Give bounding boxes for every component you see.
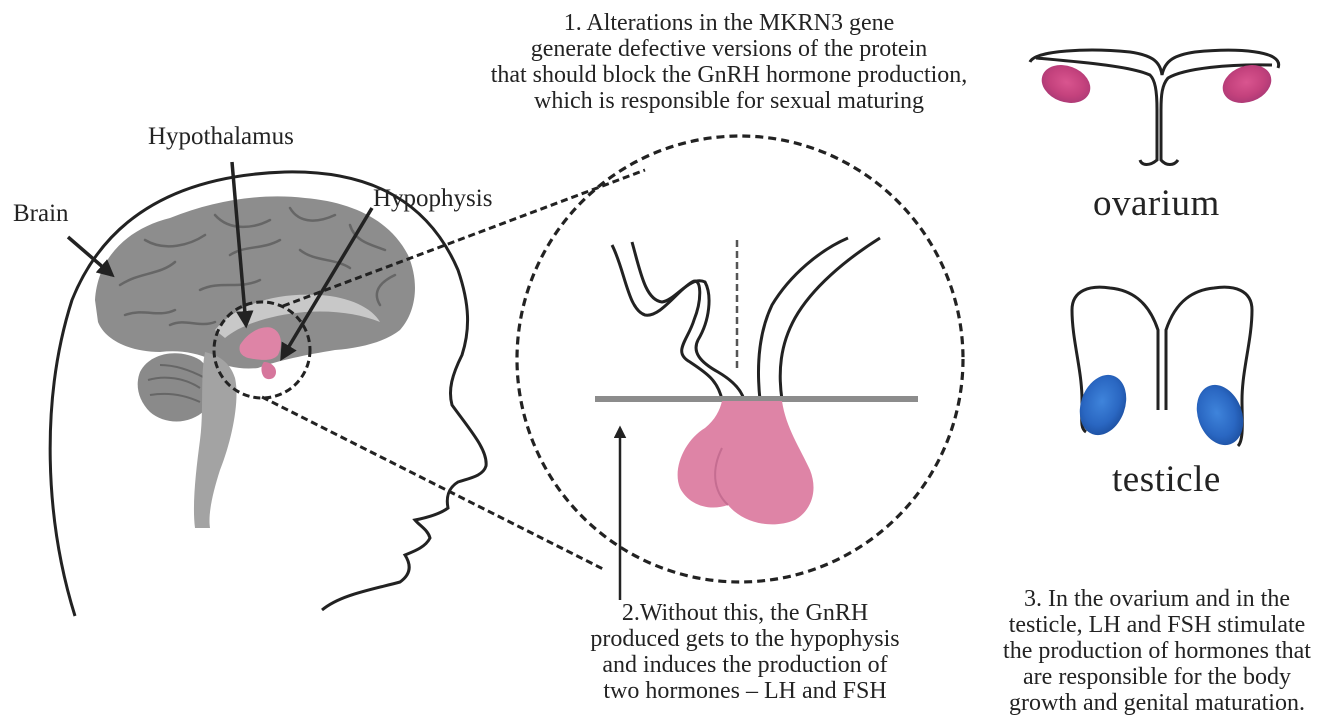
- magnified-pituitary: [678, 401, 814, 524]
- step2-line: and induces the production of: [570, 652, 920, 678]
- step2-text: 2.Without this, the GnRH produced gets t…: [570, 600, 920, 704]
- step1-line: generate defective versions of the prote…: [474, 36, 984, 62]
- step1-line: 1. Alterations in the MKRN3 gene: [474, 10, 984, 36]
- brain-label: Brain: [13, 200, 69, 228]
- brain-illustration: [95, 196, 415, 528]
- testicle-label: testicle: [1112, 458, 1221, 501]
- ovary-left: [1036, 59, 1095, 110]
- ovarium-label: ovarium: [1093, 182, 1220, 225]
- step2-line: two hormones – LH and FSH: [570, 678, 920, 704]
- hypophysis-label: Hypophysis: [373, 185, 492, 213]
- step3-line: are responsible for the body: [992, 664, 1322, 690]
- magnified-hypothalamus: [612, 238, 880, 400]
- step3-line: testicle, LH and FSH stimulate: [992, 612, 1322, 638]
- step3-line: the production of hormones that: [992, 638, 1322, 664]
- zoom-connector-bottom: [262, 397, 605, 570]
- step1-line: which is responsible for sexual maturing: [474, 88, 984, 114]
- ovarium-illustration: [1030, 50, 1279, 164]
- step2-line: 2.Without this, the GnRH: [570, 600, 920, 626]
- step3-line: 3. In the ovarium and in the: [992, 586, 1322, 612]
- step3-line: growth and genital maturation.: [992, 690, 1322, 716]
- step2-line: produced gets to the hypophysis: [570, 626, 920, 652]
- testicle-illustration: [1072, 287, 1252, 451]
- step3-text: 3. In the ovarium and in the testicle, L…: [992, 586, 1322, 716]
- step1-line: that should block the GnRH hormone produ…: [474, 62, 984, 88]
- cerebellum: [138, 353, 212, 421]
- hypothalamus-label: Hypothalamus: [148, 123, 294, 151]
- step1-text: 1. Alterations in the MKRN3 gene generat…: [474, 10, 984, 114]
- pituitary-small: [261, 362, 276, 379]
